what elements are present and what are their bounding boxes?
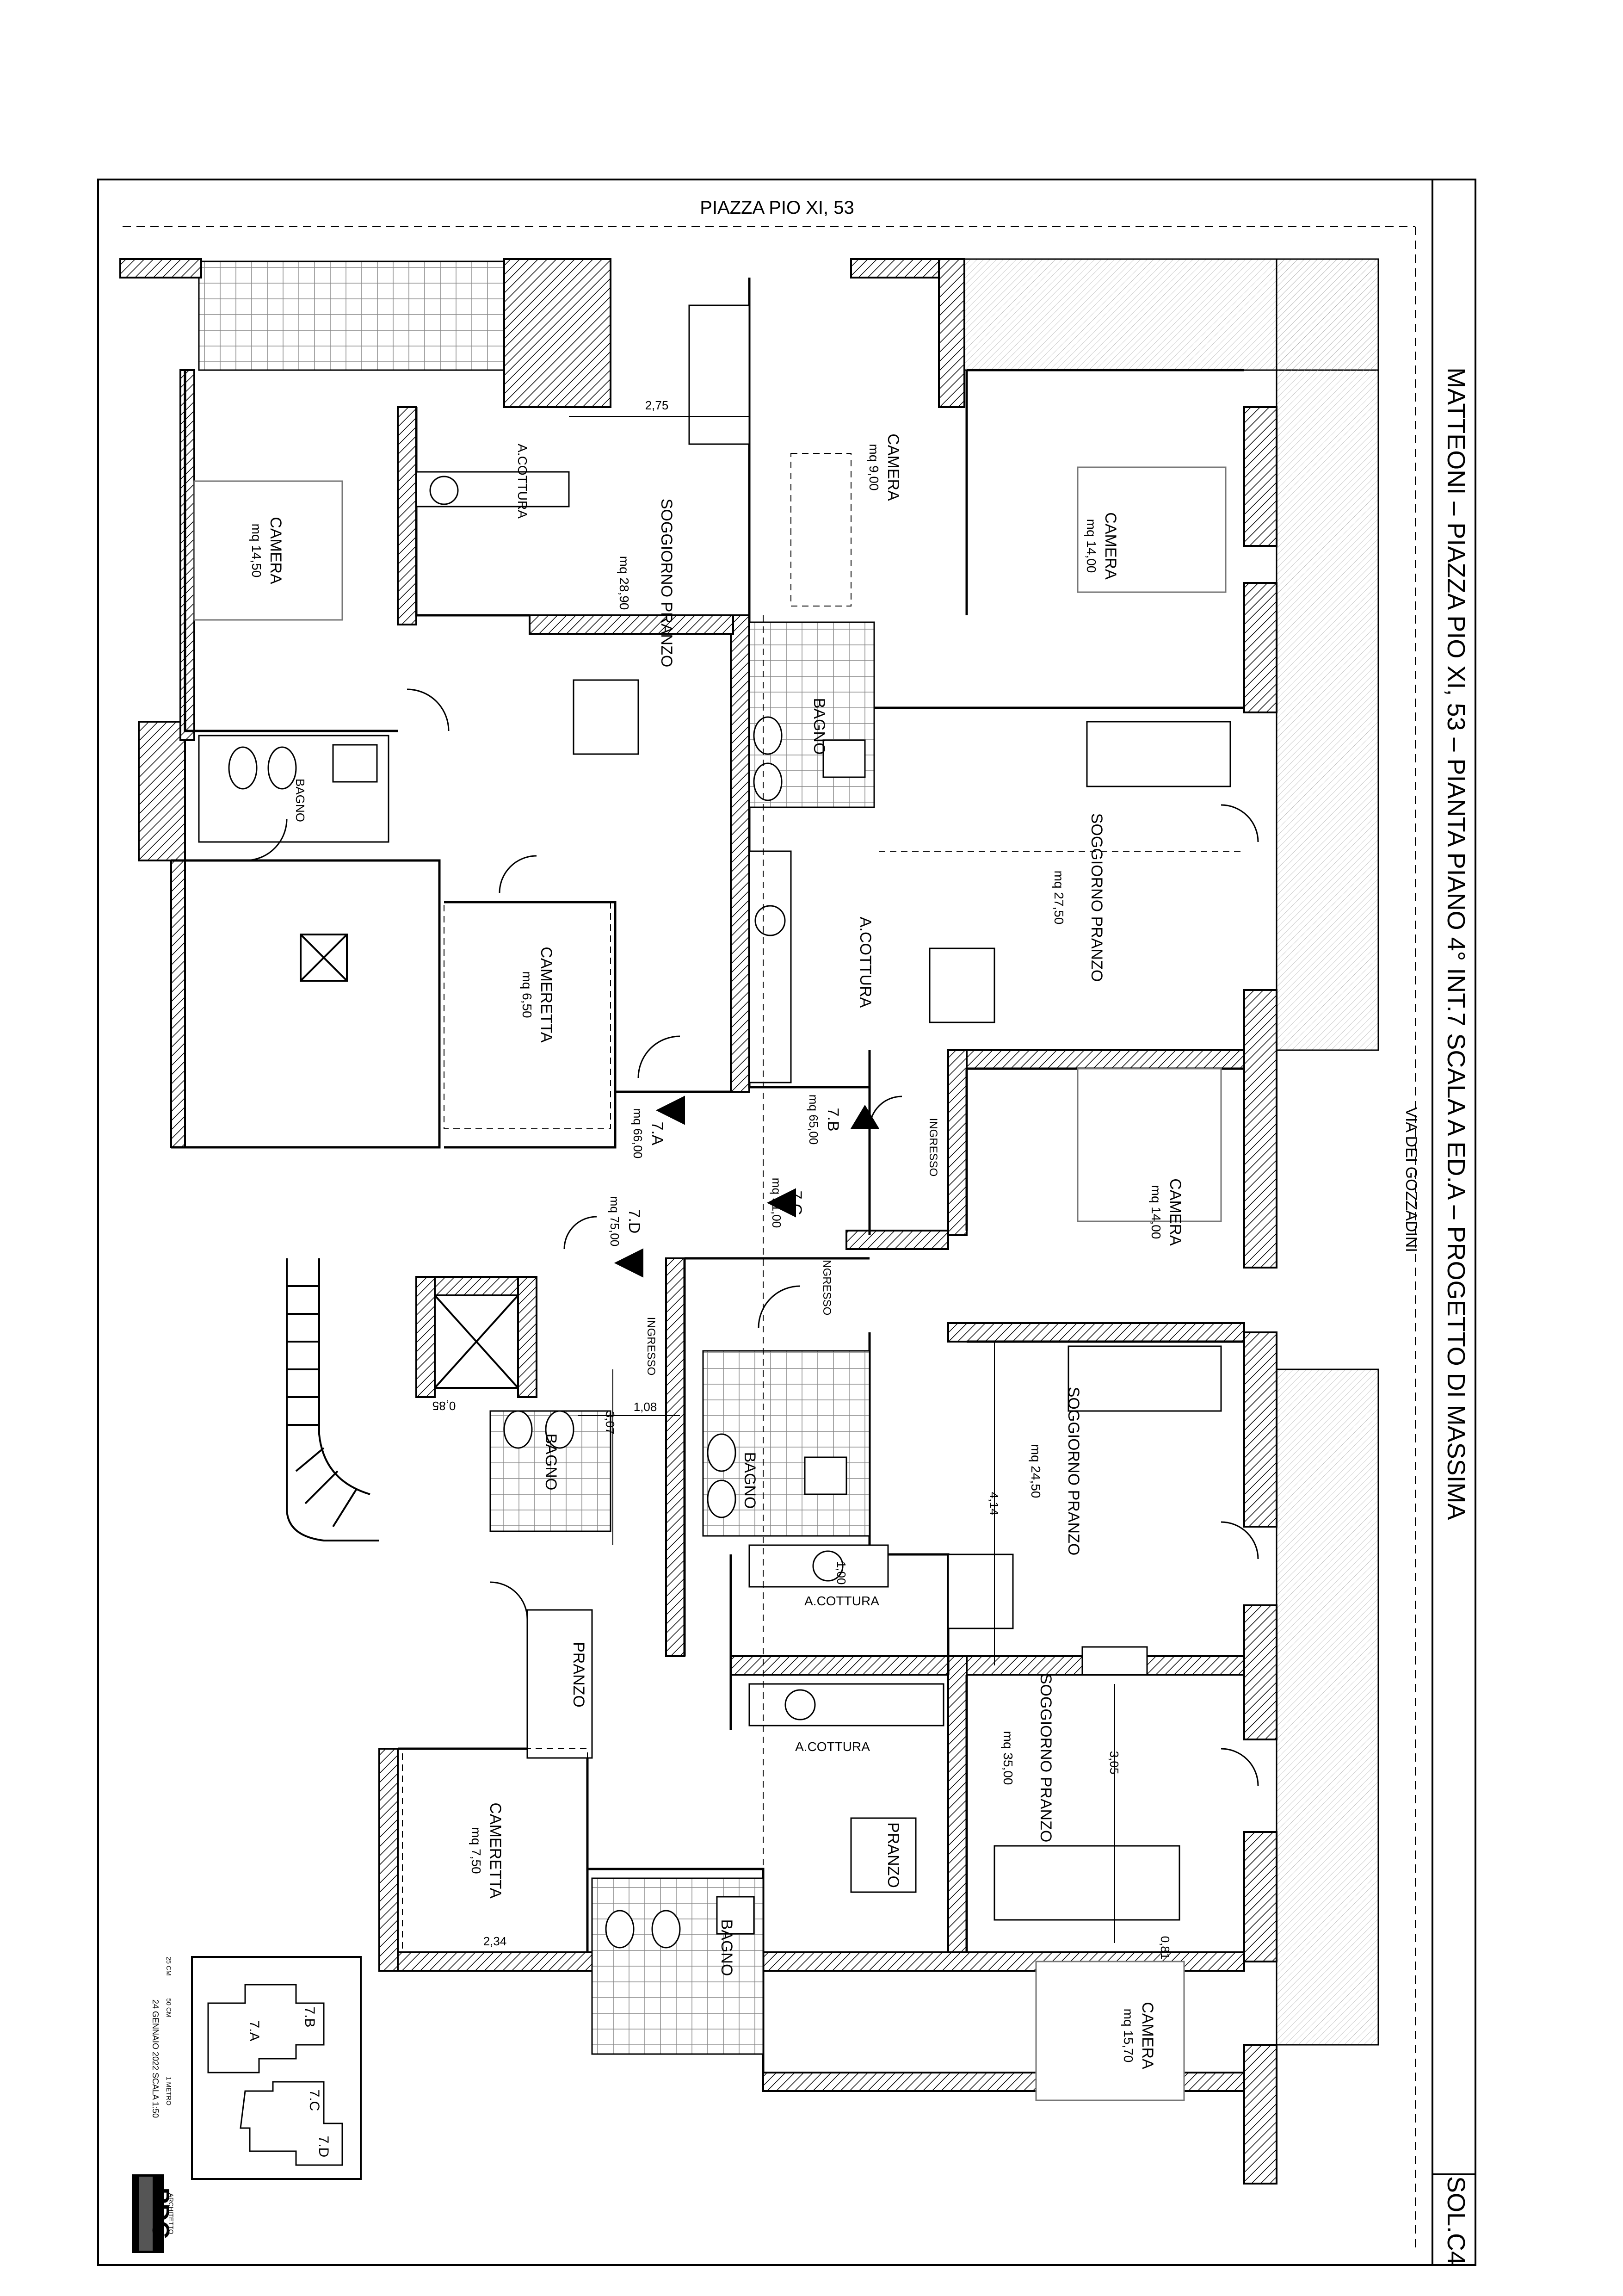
key-plan-labels: 7.A 7.B 7.C 7.D [247, 2006, 331, 2157]
room-soggiorno-4-area: mq 35,00 [1001, 1731, 1015, 1785]
unit-7d-area: mq 75,00 [608, 1196, 622, 1246]
room-soggiorno-2-area: mq 27,50 [1052, 871, 1066, 925]
dim-1-08: 1,08 [634, 1400, 657, 1414]
room-camera-nw-area: mq 14,50 [249, 524, 264, 578]
room-pranzo-2: PRANZO [884, 1822, 902, 1888]
unit-7a-area: mq 66,00 [631, 1108, 645, 1158]
room-soggiorno-4: SOGGIORNO PRANZO [1037, 1674, 1055, 1843]
room-camera-e-area: mq 14,00 [1149, 1185, 1163, 1239]
scale-bar-50: 50 CM [165, 1998, 173, 2017]
room-soggiorno-2: SOGGIORNO PRANZO [1088, 813, 1105, 982]
dim-2-34: 2,34 [483, 1934, 507, 1948]
sheet-code: SOL.C4 [1442, 2176, 1470, 2265]
key-7d: 7.D [316, 2136, 331, 2158]
room-bagno-4: BAGNO [741, 1452, 759, 1509]
logo-subtitle: ARCHITETTO [167, 2193, 175, 2234]
dining-tables [526, 679, 1014, 1893]
room-a-cottura-4: A.COTTURA [795, 1739, 870, 1754]
unit-7a-id: 7.A [648, 1121, 666, 1145]
unit-7b-area: mq 65,00 [807, 1095, 821, 1145]
sofas [688, 304, 1231, 1921]
door-swings [245, 688, 1259, 1786]
room-bagno-2: BAGNO [810, 698, 828, 755]
scale-bar-25: 25 CM [165, 1956, 173, 1975]
room-pranzo-1: PRANZO [570, 1642, 587, 1708]
staircase [286, 1258, 379, 1541]
room-camera-se-area: mq 15,70 [1121, 2009, 1135, 2063]
pdg-logo [132, 2174, 164, 2253]
room-camera-ne-area: mq 14,00 [1084, 519, 1098, 573]
unit-markers [614, 1095, 880, 1278]
dim-3-07: 3,07 [603, 1411, 617, 1435]
entrance-labels: INGRESSO INGRESSO INGRESSO [645, 1118, 939, 1376]
room-a-cottura-2: A.COTTURA [857, 917, 874, 1008]
lift-shaft [434, 1294, 519, 1389]
logo-letters: PDG [147, 2188, 174, 2240]
dim-0-81: 0,81 [1158, 1936, 1172, 1960]
dim-2-75: 2,75 [645, 398, 669, 412]
room-cameretta-2: CAMERETTA [487, 1802, 504, 1898]
room-cameretta-1-area: mq 6,50 [520, 971, 534, 1018]
scale-bar-100: 1 METRO [165, 2077, 173, 2105]
room-a-cottura-1: A.COTTURA [515, 444, 530, 519]
room-camera-n: CAMERA [884, 433, 902, 501]
terrace-south-east [1276, 1368, 1379, 2046]
room-bagno-5: BAGNO [718, 1919, 735, 1976]
room-bagno-1: BAGNO [293, 779, 307, 822]
key-7b: 7.B [302, 2006, 317, 2027]
unit-tags: 7.A mq 66,00 7.B mq 65,00 7.C mq 51,00 7… [608, 1095, 842, 1246]
room-cameretta-1: CAMERETTA [537, 947, 555, 1042]
dim-4-14: 4,14 [987, 1492, 1001, 1516]
room-soggiorno-1-area: mq 28,90 [617, 556, 631, 610]
sheet-frame [97, 179, 1476, 2266]
room-soggiorno-3-area: mq 24,50 [1029, 1444, 1043, 1498]
ingresso-3: INGRESSO [645, 1317, 657, 1376]
unit-7b-id: 7.B [824, 1108, 842, 1131]
ingresso-1: INGRESSO [927, 1118, 939, 1177]
room-soggiorno-3: SOGGIORNO PRANZO [1065, 1387, 1082, 1556]
street-right-label: VIA DEI GOZZADINI [1402, 1107, 1420, 1252]
room-a-cottura-3: A.COTTURA [804, 1594, 879, 1608]
dim-3-05: 3,05 [1107, 1751, 1121, 1775]
street-top-label: PIAZZA PIO XI, 53 [700, 198, 854, 218]
key-7a: 7.A [247, 2020, 262, 2041]
unit-7c-id: 7.C [787, 1191, 805, 1215]
dimension-labels: 2,75 1,08 3,07 0,85 4,14 1,00 3,05 0,81 … [432, 398, 1172, 1959]
unit-7d-id: 7.D [625, 1209, 643, 1234]
room-camera-nw: CAMERA [267, 517, 284, 584]
room-soggiorno-1: SOGGIORNO PRANZO [658, 499, 675, 668]
date-scale: 24 GENNAIO 2022 SCALA 1:50 [151, 1999, 160, 2118]
terrace-north-east [961, 258, 1379, 1051]
room-bagno-3: BAGNO [542, 1434, 560, 1491]
ingresso-2: INGRESSO [821, 1257, 833, 1316]
dim-0-85: 0,85 [432, 1399, 456, 1413]
beds [193, 466, 1227, 2101]
room-camera-se: CAMERA [1139, 2002, 1156, 2069]
key-plan [191, 1956, 362, 2180]
key-7c: 7.C [307, 2090, 322, 2111]
unit-7c-area: mq 51,00 [770, 1178, 784, 1228]
room-camera-n-area: mq 9,00 [867, 444, 881, 490]
room-cameretta-2-area: mq 7,50 [469, 1827, 483, 1874]
balcony-north-west [198, 260, 505, 371]
shaft-north-west [300, 934, 348, 982]
room-camera-e: CAMERA [1166, 1178, 1184, 1246]
room-camera-ne: CAMERA [1102, 512, 1119, 580]
room-labels: CAMERA mq 14,50 A.COTTURA SOGGIORNO PRAN… [249, 433, 1184, 2069]
sheet-title: MATTEONI – PIAZZA PIO XI, 53 – PIANTA PI… [1442, 367, 1470, 1520]
sanitary-fixtures [228, 716, 866, 1949]
dimension-lines [402, 416, 1115, 1953]
dim-1-00: 1,00 [834, 1561, 848, 1585]
